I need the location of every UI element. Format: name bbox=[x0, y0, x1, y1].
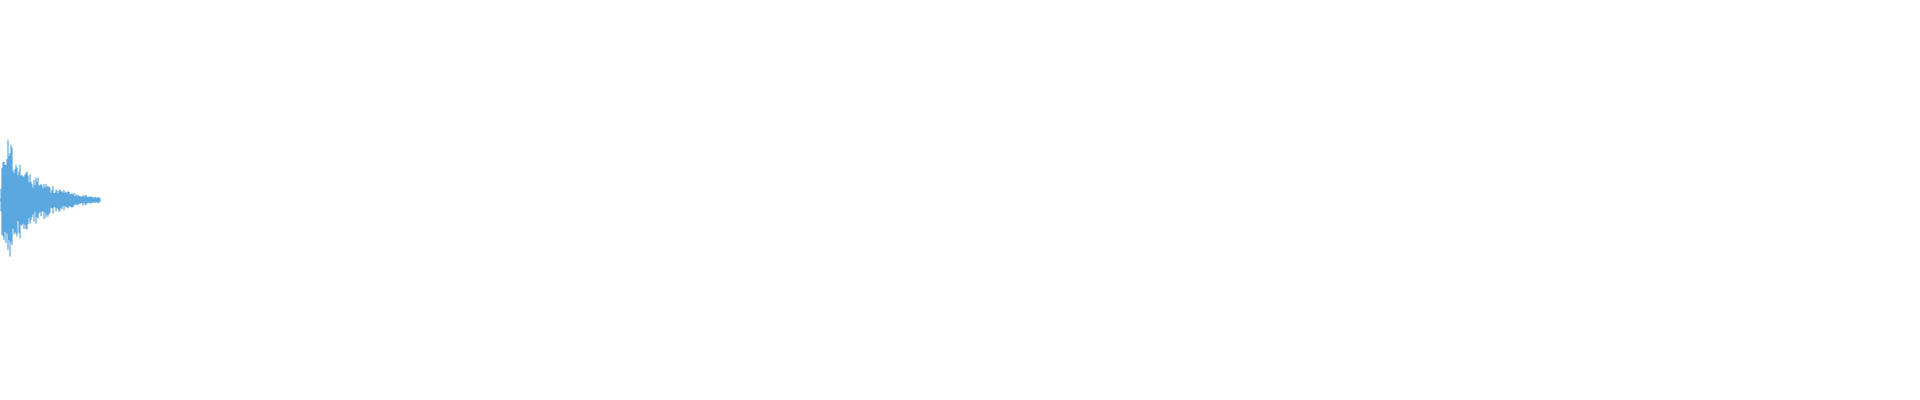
waveform-segment bbox=[0, 140, 101, 257]
waveform-bars bbox=[0, 140, 101, 257]
